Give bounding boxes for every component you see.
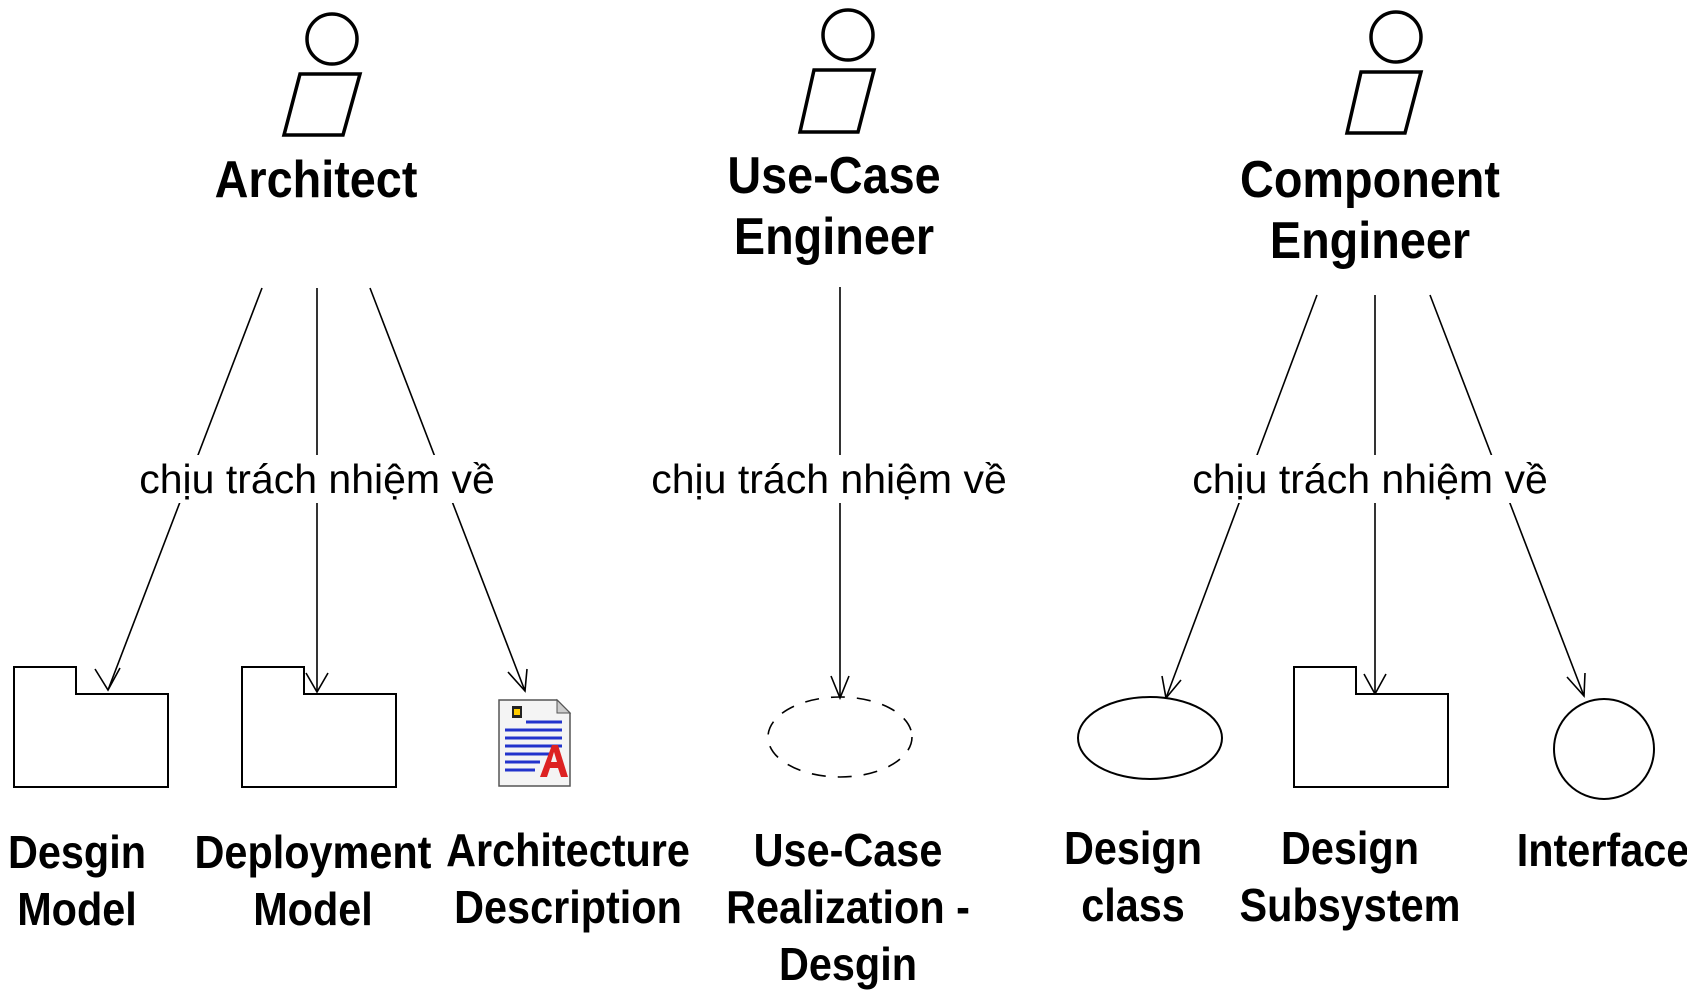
- component-engineer-worker-icon: [1344, 10, 1424, 135]
- deployment-model-label-line-1: Deployment: [194, 826, 432, 878]
- use-case-realization-label-line-1: Use-Case: [753, 824, 943, 876]
- design-model-label: Desgin Model: [8, 824, 146, 938]
- design-model-label-line-1: Desgin: [7, 826, 147, 878]
- architecture-description-label-line-1: Architecture: [446, 824, 690, 876]
- use-case-realization-collaboration-icon: [767, 696, 913, 778]
- architect-label: Architect: [215, 150, 418, 211]
- architecture-description-label: Architecture Description: [446, 822, 690, 936]
- design-subsystem-label-line-1: Design: [1280, 822, 1420, 874]
- deployment-model-label: Deployment Model: [195, 824, 432, 938]
- use-case-engineer-label-line-2: Engineer: [733, 208, 935, 266]
- architecture-description-label-line-2: Description: [454, 881, 682, 933]
- use-case-engineer-label: Use-Case Engineer: [727, 146, 940, 268]
- use-case-engineer-label-line-1: Use-Case: [727, 147, 941, 205]
- use-case-engineer-worker-icon: [797, 8, 877, 134]
- interface-label-line-1: Interface: [1516, 824, 1687, 876]
- design-subsystem-package-icon: [1293, 666, 1449, 788]
- design-subsystem-label: Design Subsystem: [1240, 820, 1461, 934]
- architect-worker-icon: [281, 12, 363, 137]
- use-case-engineer-responsibility-label: chịu trách nhiệm về: [645, 455, 1013, 503]
- deployment-model-label-line-2: Model: [253, 883, 373, 935]
- deployment-model-package-icon: [241, 666, 397, 788]
- design-model-package-icon: [13, 666, 169, 788]
- design-class-ellipse-icon: [1077, 696, 1223, 780]
- architect-label-line-1: Architect: [214, 151, 418, 209]
- design-subsystem-label-line-2: Subsystem: [1239, 879, 1461, 931]
- interface-circle-icon: [1553, 698, 1655, 800]
- component-engineer-label-line-2: Engineer: [1269, 212, 1471, 270]
- use-case-realization-label-line-3: Desgin: [778, 938, 918, 990]
- use-case-realization-label: Use-Case Realization - Desgin: [726, 822, 970, 993]
- component-engineer-label-line-1: Component: [1240, 151, 1500, 209]
- design-class-label-line-1: Design: [1063, 822, 1203, 874]
- design-class-label: Design class: [1064, 820, 1202, 934]
- architect-responsibility-label: chịu trách nhiệm về: [133, 455, 501, 503]
- architecture-description-document-icon: [498, 698, 572, 787]
- design-class-label-line-2: class: [1081, 879, 1185, 931]
- interface-label: Interface: [1517, 822, 1687, 879]
- use-case-realization-label-line-2: Realization -: [726, 881, 970, 933]
- component-engineer-label: Component Engineer: [1240, 150, 1500, 272]
- component-engineer-responsibility-label: chịu trách nhiệm về: [1186, 455, 1554, 503]
- design-model-label-line-2: Model: [17, 883, 137, 935]
